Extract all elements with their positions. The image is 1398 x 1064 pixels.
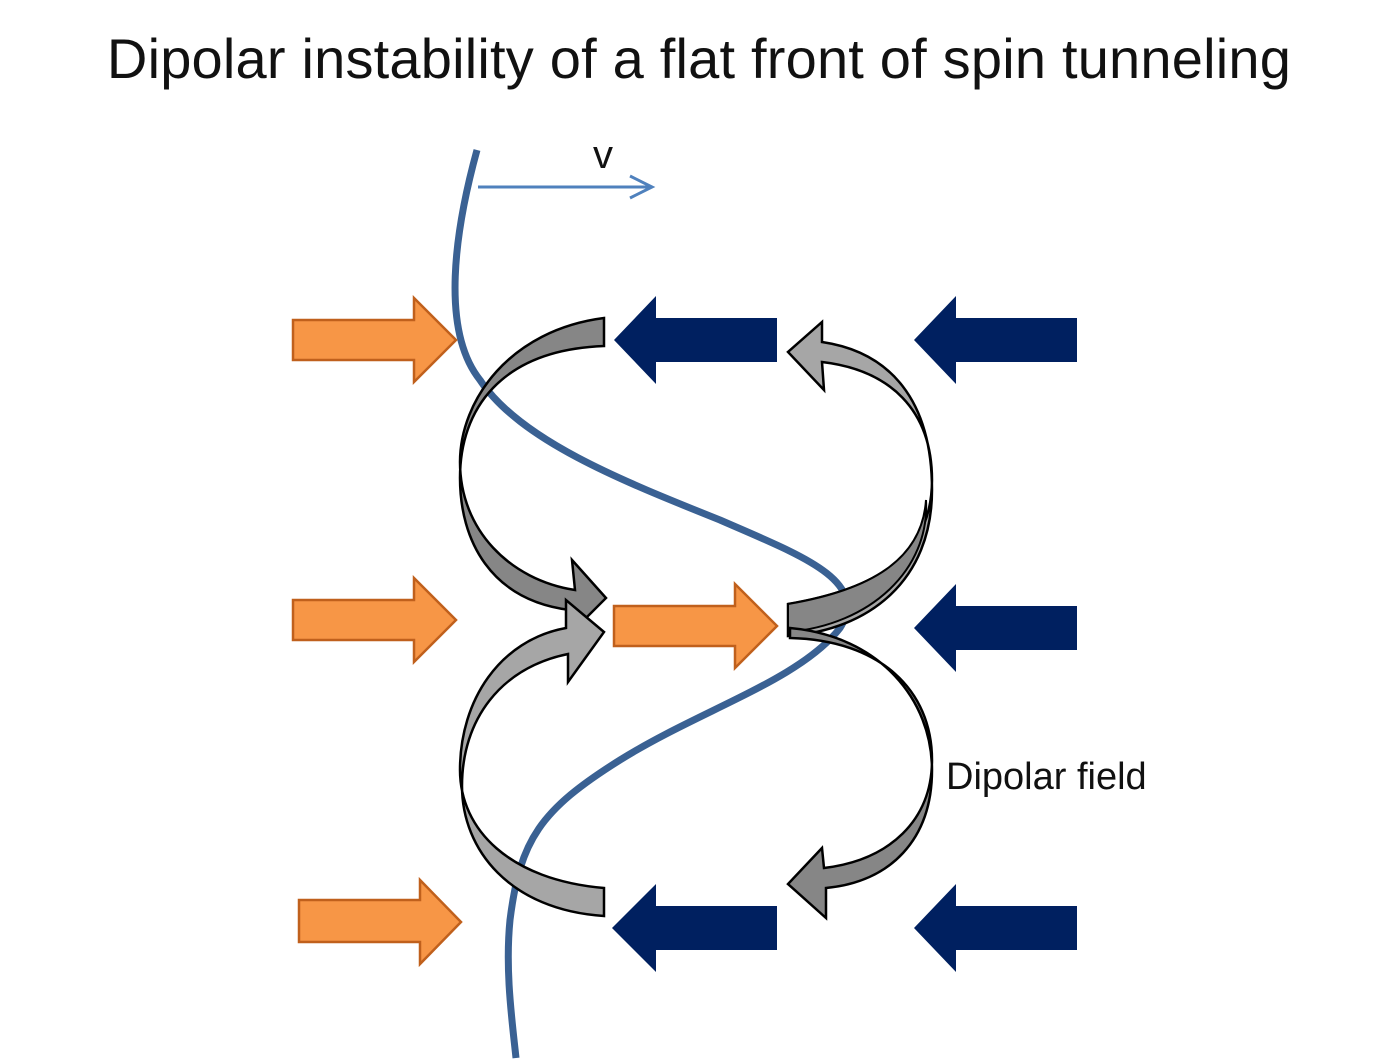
- velocity-label: v: [593, 133, 613, 177]
- left-arrow-icon: [612, 884, 777, 972]
- left-arrow-icon: [914, 584, 1077, 672]
- velocity-arrow: [478, 174, 656, 200]
- right-arrow-icon: [291, 574, 458, 666]
- slide-title: Dipolar instability of a flat front of s…: [106, 27, 1292, 90]
- curved-arrow-icon: [786, 626, 934, 921]
- right-arrow-icon: [612, 580, 779, 672]
- curved-arrow-icon: [458, 316, 608, 640]
- left-arrow-icon: [614, 296, 777, 384]
- right-arrow-icon: [291, 294, 458, 386]
- dipolar-field-label: Dipolar field: [946, 756, 1147, 798]
- left-arrow-icon: [914, 884, 1077, 972]
- curved-arrow-shade: [787, 499, 928, 634]
- left-arrow-icon: [914, 296, 1077, 384]
- right-arrow-icon: [297, 876, 463, 968]
- curved-arrow-icon: [458, 597, 606, 918]
